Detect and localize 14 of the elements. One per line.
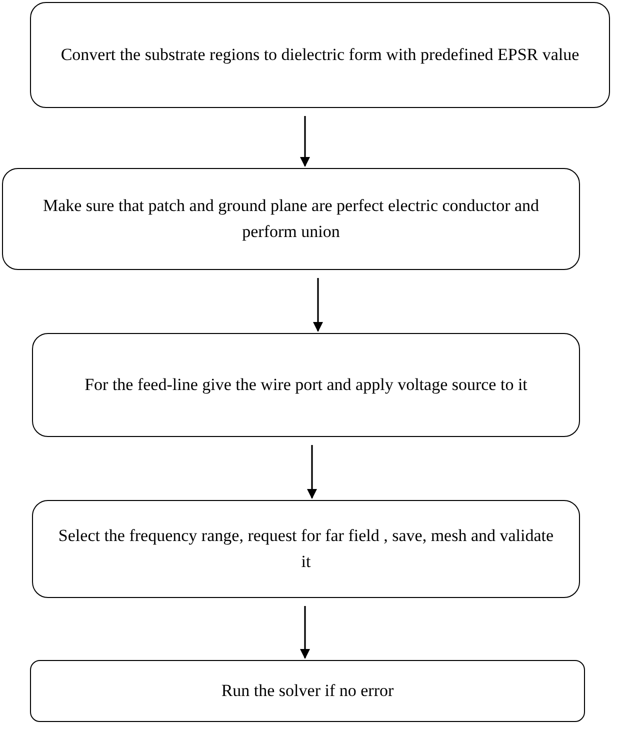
arrow: [300, 116, 310, 167]
process-box: [32, 500, 580, 598]
step-text: Select the frequency range, request for far field , save, mesh and validate it: [57, 524, 555, 573]
step-text: Convert the substrate regions to dielectric form with predefined EPSR value: [60, 44, 580, 66]
process-box: [30, 660, 585, 722]
step-text: For the feed-line give the wire port and apply voltage source to it: [84, 374, 528, 396]
arrow: [313, 278, 323, 332]
arrow: [300, 606, 310, 659]
arrow: [307, 445, 317, 499]
process-box: [2, 168, 580, 270]
step-text: Run the solver if no error: [221, 680, 394, 702]
step-text: Make sure that patch and ground plane are perfect electric conductor and perform union: [42, 194, 540, 243]
process-box: [32, 333, 580, 437]
process-box: [30, 2, 610, 108]
